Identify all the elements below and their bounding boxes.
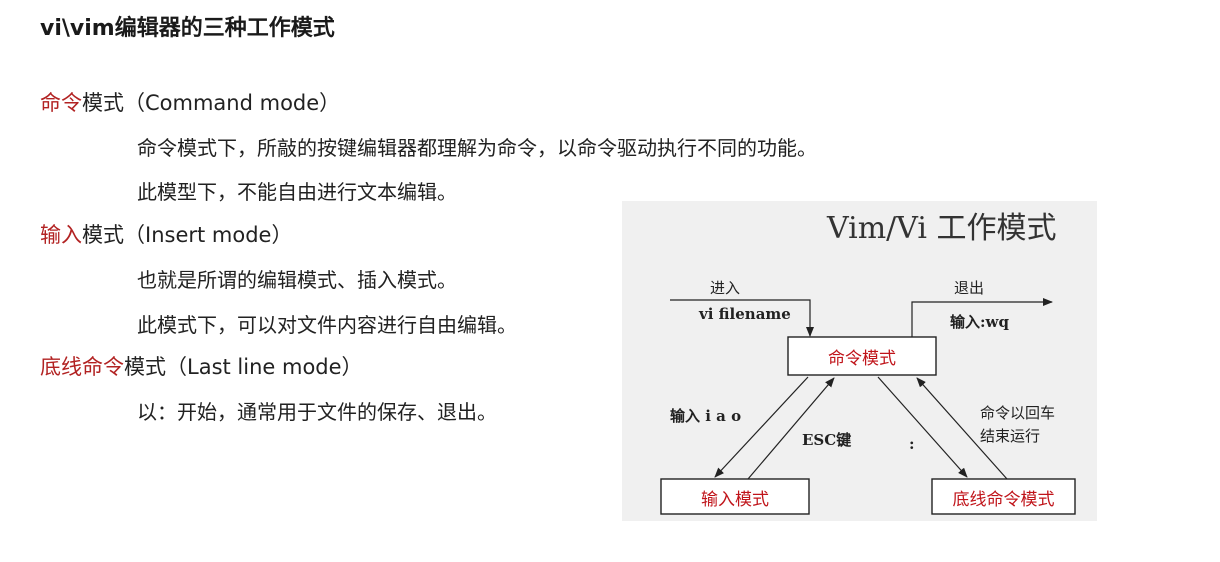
lastline-mode-label: 底线命令模式 bbox=[952, 490, 1055, 510]
mode-heading-lastline: 底线命令模式（Last line mode） bbox=[40, 351, 363, 381]
mode-heading-accent: 输入 bbox=[40, 223, 82, 247]
to-insert-arrow bbox=[714, 376, 809, 478]
enter-command: vi filename bbox=[699, 305, 791, 323]
page-title: vi\vim编辑器的三种工作模式 bbox=[40, 16, 335, 41]
mode-heading-accent: 命令 bbox=[40, 91, 82, 115]
mode-heading-rest: 模式（Last line mode） bbox=[124, 355, 363, 379]
to-lastline-arrow bbox=[877, 376, 968, 478]
mode-desc-line: 以：开始，通常用于文件的保存、退出。 bbox=[137, 400, 497, 424]
insert-mode-label: 输入模式 bbox=[701, 490, 769, 510]
colon-label: : bbox=[909, 435, 915, 453]
mode-diagram: Vim/Vi 工作模式 进入 vi filename 退出 输入:wq 命令模式… bbox=[622, 201, 1097, 521]
back-label-line2: 结束运行 bbox=[980, 427, 1041, 445]
command-mode-box bbox=[787, 336, 937, 376]
back-label-line1: 命令以回车 bbox=[980, 404, 1056, 422]
mode-desc-line: 此模型下，不能自由进行文本编辑。 bbox=[137, 180, 457, 204]
command-mode-label: 命令模式 bbox=[828, 349, 896, 369]
back-to-command-arrow bbox=[916, 377, 1008, 480]
esc-arrow bbox=[747, 377, 835, 480]
diagram-title: Vim/Vi 工作模式 bbox=[827, 211, 1057, 246]
mode-heading-command: 命令模式（Command mode） bbox=[40, 87, 340, 117]
insert-mode-box bbox=[660, 478, 810, 515]
mode-desc-line: 也就是所谓的编辑模式、插入模式。 bbox=[137, 268, 457, 292]
mode-heading-accent: 底线命令 bbox=[40, 355, 124, 379]
esc-label: ESC键 bbox=[802, 431, 852, 449]
diagram-arrows bbox=[660, 298, 1076, 515]
enter-arrow bbox=[670, 299, 814, 337]
lastline-mode-box bbox=[931, 478, 1076, 515]
mode-heading-insert: 输入模式（Insert mode） bbox=[40, 219, 292, 249]
to-insert-label: 输入 i a o bbox=[670, 407, 742, 425]
exit-arrow bbox=[911, 298, 1053, 337]
enter-label: 进入 bbox=[710, 279, 741, 297]
mode-desc-line: 命令模式下，所敲的按键编辑器都理解为命令，以命令驱动执行不同的功能。 bbox=[137, 136, 817, 160]
exit-label: 退出 bbox=[954, 279, 985, 297]
mode-heading-rest: 模式（Command mode） bbox=[82, 91, 341, 115]
mode-desc-line: 此模式下，可以对文件内容进行自由编辑。 bbox=[137, 313, 517, 337]
exit-command: 输入:wq bbox=[950, 313, 1009, 331]
mode-heading-rest: 模式（Insert mode） bbox=[82, 223, 293, 247]
